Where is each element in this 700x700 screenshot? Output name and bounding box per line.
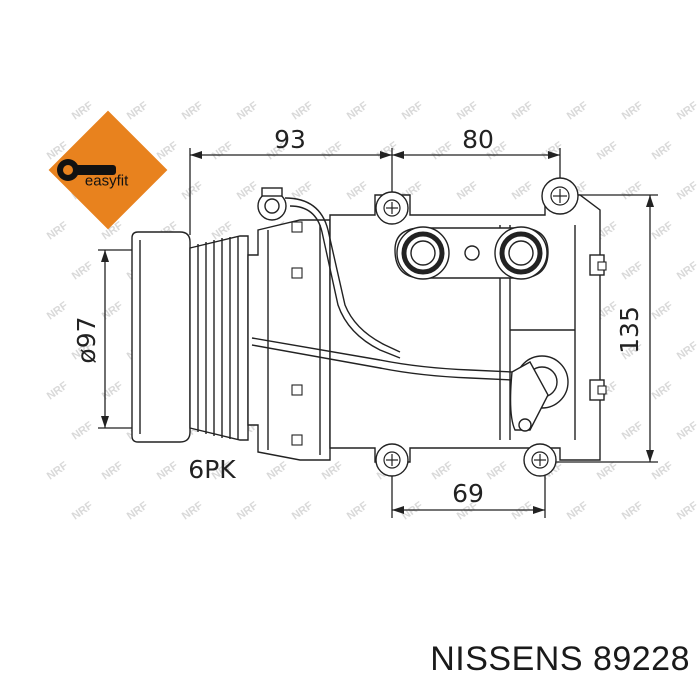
watermark-mark: NRF <box>235 499 261 522</box>
dim-69-label: 69 <box>452 479 484 508</box>
watermark-mark: NRF <box>345 99 371 122</box>
housing-bolts <box>291 221 607 446</box>
dim-135-label: 135 <box>615 306 644 354</box>
watermark-mark: NRF <box>320 459 346 482</box>
watermark-mark: NRF <box>675 419 700 442</box>
watermark-mark: NRF <box>320 139 346 162</box>
watermark-mark: NRF <box>290 99 316 122</box>
watermark-mark: NRF <box>510 179 536 202</box>
watermark-mark: NRF <box>675 259 700 282</box>
watermark-mark: NRF <box>540 139 566 162</box>
watermark-mark: NRF <box>620 259 646 282</box>
watermark-mark: NRF <box>620 499 646 522</box>
mounting-bolts <box>383 186 570 469</box>
watermark-mark: NRF <box>650 459 676 482</box>
watermark-mark: NRF <box>125 99 151 122</box>
watermark-mark: NRF <box>620 99 646 122</box>
easyfit-label: easyfit <box>85 173 129 190</box>
watermark-mark: NRF <box>70 499 96 522</box>
watermark-mark: NRF <box>565 99 591 122</box>
watermark-mark: NRF <box>375 139 401 162</box>
watermark-mark: NRF <box>650 379 676 402</box>
dimension-arrows <box>101 151 654 514</box>
watermark-mark: NRF <box>595 139 621 162</box>
watermark-mark: NRF <box>650 299 676 322</box>
watermark-mark: NRF <box>565 499 591 522</box>
watermark-mark: NRF <box>455 179 481 202</box>
watermark-mark: NRF <box>235 179 261 202</box>
refrigerant-ports <box>394 226 549 280</box>
watermark-mark: NRF <box>70 99 96 122</box>
belt-type-label: 6PK <box>188 455 236 484</box>
watermark-mark: NRF <box>650 139 676 162</box>
dimension-lines <box>98 148 658 518</box>
watermark-mark: NRF <box>180 499 206 522</box>
dim-diameter-label: ø97 <box>72 316 101 363</box>
watermark-mark: NRF <box>45 379 71 402</box>
watermark-mark: NRF <box>650 219 676 242</box>
watermark-mark: NRF <box>265 459 291 482</box>
watermark-mark: NRF <box>620 419 646 442</box>
watermark-mark: NRF <box>155 139 181 162</box>
easyfit-badge: easyfit <box>48 110 168 230</box>
watermark-mark: NRF <box>70 259 96 282</box>
watermark-mark: NRF <box>45 219 71 242</box>
watermark-mark: NRF <box>675 339 700 362</box>
watermark-mark: NRF <box>45 299 71 322</box>
switch-connector <box>257 187 287 221</box>
watermark-mark: NRF <box>100 459 126 482</box>
dim-80-label: 80 <box>462 125 494 154</box>
watermark-mark: NRF <box>155 459 181 482</box>
solenoid-connector <box>509 355 569 432</box>
watermark-mark: NRF <box>235 99 261 122</box>
watermark-mark: NRF <box>210 139 236 162</box>
product-caption: NISSENS 89228 <box>430 640 690 678</box>
watermark-mark: NRF <box>100 379 126 402</box>
watermark-mark: NRF <box>345 499 371 522</box>
watermark-mark: NRF <box>45 459 71 482</box>
watermark-mark: NRF <box>675 499 700 522</box>
watermark-mark: NRF <box>180 179 206 202</box>
watermark-mark: NRF <box>485 459 511 482</box>
wrench-icon <box>57 159 116 181</box>
watermark-mark: NRF <box>70 419 96 442</box>
dim-93-label: 93 <box>274 125 306 154</box>
wiring-harness <box>251 197 513 381</box>
watermark-mark: NRF <box>595 459 621 482</box>
watermark-mark: NRF <box>675 99 700 122</box>
watermark-mark: NRF <box>510 99 536 122</box>
watermark-mark: NRF <box>180 99 206 122</box>
watermark-mark: NRF <box>100 299 126 322</box>
watermark-mark: NRF <box>290 499 316 522</box>
watermark-mark: NRF <box>125 499 151 522</box>
watermark-mark: NRF <box>620 179 646 202</box>
watermark-mark: NRF <box>510 499 536 522</box>
watermark-mark: NRF <box>430 139 456 162</box>
watermark-mark: NRF <box>455 99 481 122</box>
watermark-mark: NRF <box>675 179 700 202</box>
watermark-mark: NRF <box>400 99 426 122</box>
watermark-mark: NRF <box>345 179 371 202</box>
